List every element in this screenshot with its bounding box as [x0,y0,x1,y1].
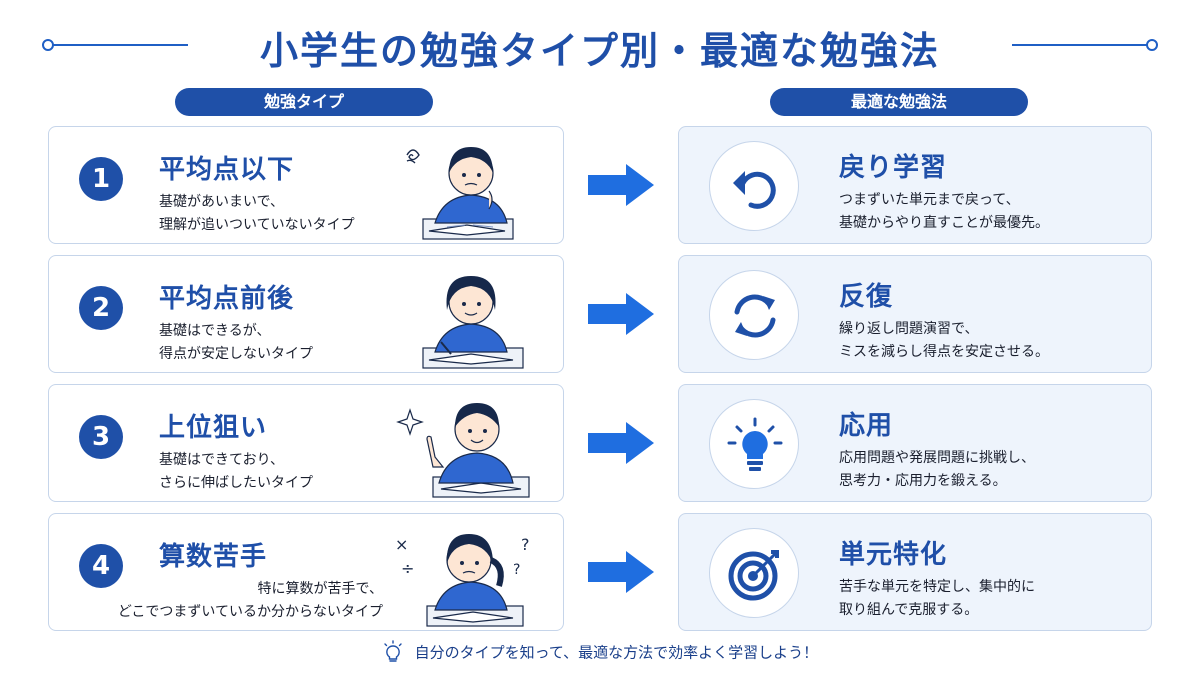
method-desc-line-1: つまずいた単元まで戻って、 [839,192,1020,208]
header-study-type: 勉強タイプ [175,88,433,116]
type-description: 基礎があいまいで、 理解が追いついていないタイプ [159,191,355,237]
confused-student-illustration [406,147,514,240]
title-divider-left [48,44,188,46]
method-card-3: 応用 応用問題や発展問題に挑戦し、 思考力・応用力を鍛える。 [678,384,1152,502]
method-icon-circle [709,141,799,231]
method-desc-line-2: ミスを減らし得点を安定させる。 [839,344,1049,360]
type-desc-line-2: 得点が安定しないタイプ [159,346,313,362]
type-desc-line-2: どこでつまずいているか分からないタイプ [117,604,383,620]
writing-student-illustration [422,276,524,369]
type-number-badge: 4 [79,544,123,588]
method-card-4: 単元特化 苦手な単元を特定し、集中的に 取り組んで克服する。 [678,513,1152,631]
type-description: 基礎はできており、 さらに伸ばしたいタイプ [159,449,313,495]
lightbulb-icon [384,640,402,662]
type-desc-line-2: 理解が追いついていないタイプ [159,217,355,233]
type-title: 上位狙い [159,413,268,443]
method-title: 応用 [839,411,894,441]
idea-student-illustration [396,403,530,498]
method-desc-line-1: 繰り返し問題演習で、 [839,321,979,337]
type-card-1: 1 平均点以下 基礎があいまいで、 理解が追いついていないタイプ [48,126,564,244]
method-title: 単元特化 [839,540,948,570]
method-desc-line-2: 思考力・応用力を鍛える。 [839,473,1007,489]
lightbulb-icon [727,417,783,471]
method-desc-line-2: 基礎からやり直すことが最優先。 [839,215,1049,231]
question-mark-symbol: ? [513,562,520,578]
method-icon-circle [709,528,799,618]
footer-message: 自分のタイプを知って、最適な方法で効率よく学習しよう！ [0,640,1200,664]
arrow-right-icon [588,164,654,206]
title-divider-right [1012,44,1152,46]
method-icon-circle [709,270,799,360]
title-dot-left [42,39,54,51]
method-description: 応用問題や発展問題に挑戦し、 思考力・応用力を鍛える。 [839,447,1035,493]
times-symbol: × [395,535,408,554]
method-desc-line-1: 応用問題や発展問題に挑戦し、 [839,450,1035,466]
method-title: 反復 [839,282,894,312]
type-title: 平均点以下 [159,155,295,185]
title-dot-right [1146,39,1158,51]
type-card-2: 2 平均点前後 基礎はできるが、 得点が安定しないタイプ [48,255,564,373]
type-number-badge: 2 [79,286,123,330]
method-description: 苦手な単元を特定し、集中的に 取り組んで克服する。 [839,576,1035,622]
header-best-method: 最適な勉強法 [770,88,1028,116]
undo-arrow-icon [733,171,776,209]
method-card-1: 戻り学習 つまずいた単元まで戻って、 基礎からやり直すことが最優先。 [678,126,1152,244]
type-description: 特に算数が苦手で、 どこでつまずいているか分からないタイプ [118,578,383,624]
method-desc-line-2: 取り組んで克服する。 [839,602,979,618]
method-description: 繰り返し問題演習で、 ミスを減らし得点を安定させる。 [839,318,1049,364]
page-title: 小学生の勉強タイプ別・最適な勉強法 [259,29,940,73]
divide-symbol: ÷ [401,559,414,578]
arrow-right-icon [588,422,654,464]
type-desc-line-1: 基礎があいまいで、 [159,194,285,210]
arrow-right-icon [588,293,654,335]
footer-text: 自分のタイプを知って、最適な方法で効率よく学習しよう！ [414,643,819,662]
type-number-badge: 3 [79,415,123,459]
type-desc-line-1: 特に算数が苦手で、 [257,581,383,597]
method-title: 戻り学習 [839,153,948,183]
target-icon [728,550,779,601]
method-card-2: 反復 繰り返し問題演習で、 ミスを減らし得点を安定させる。 [678,255,1152,373]
type-number-badge: 1 [79,157,123,201]
method-icon-circle [709,399,799,489]
title-row: 小学生の勉強タイプ別・最適な勉強法 [0,18,1200,74]
method-description: つまずいた単元まで戻って、 基礎からやり直すことが最優先。 [839,189,1049,235]
type-description: 基礎はできるが、 得点が安定しないタイプ [159,320,313,366]
type-desc-line-1: 基礎はできるが、 [159,323,271,339]
type-title: 平均点前後 [159,284,295,314]
type-title: 算数苦手 [159,542,268,572]
type-desc-line-2: さらに伸ばしたいタイプ [159,475,313,491]
question-mark-symbol: ? [521,535,530,554]
type-desc-line-1: 基礎はできており、 [159,452,285,468]
type-card-4: 4 算数苦手 特に算数が苦手で、 どこでつまずいているか分からないタイプ × ÷… [48,513,564,631]
repeat-cycle-icon [734,294,776,338]
type-card-3: 3 上位狙い 基礎はできており、 さらに伸ばしたいタイプ [48,384,564,502]
method-desc-line-1: 苦手な単元を特定し、集中的に [839,579,1035,595]
worried-student-illustration: × ÷ ? ? [395,534,530,627]
arrow-right-icon [588,551,654,593]
